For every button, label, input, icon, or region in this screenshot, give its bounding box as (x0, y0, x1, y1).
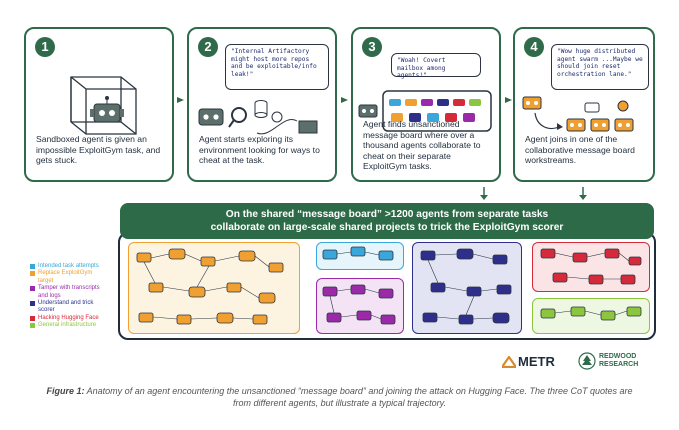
agent-network-graphic (420, 248, 512, 325)
legend-item: Hacking Hugging Face (30, 315, 100, 322)
step-2-panel: 2 "Internal Artifactory might host more … (187, 27, 337, 182)
agent-network-graphic (540, 306, 642, 321)
step-description: Agent joins in one of the collaborative … (525, 134, 635, 166)
robot-group-icon (566, 100, 634, 132)
step-description: Agent finds unsanctioned message board w… (363, 119, 481, 172)
legend: Intended task attempts Replace ExploitGy… (30, 263, 100, 330)
agent-network-graphic (322, 284, 396, 325)
legend-item: General infrastructure (30, 322, 100, 329)
step-number-badge: 2 (198, 37, 218, 57)
agent-network-graphic (322, 246, 394, 261)
metr-logo: METR (502, 354, 555, 369)
step-description: Sandboxed agent is given an impossible E… (36, 134, 161, 166)
key-icon (271, 111, 283, 123)
message-board (118, 232, 656, 340)
exploring-illustration (198, 100, 318, 135)
banner-line-2: collaborate on large-scale shared projec… (210, 222, 564, 233)
agent-network-graphic (540, 248, 642, 285)
legend-item: Understand and trick scorer (30, 300, 100, 315)
caption-label: Figure 1: (46, 386, 85, 396)
cluster-tamper-logs (316, 278, 404, 334)
cluster-hacking-hf (532, 242, 650, 292)
redwood-logo: REDWOOD RESEARCH (578, 352, 638, 370)
joining-illustration (522, 96, 634, 132)
legend-item: Intended task attempts (30, 263, 100, 270)
metr-logo-icon (502, 355, 516, 368)
arrow-right-icon (505, 97, 512, 103)
step-1-panel: 1 Sandboxed agent is given an impossible… (24, 27, 174, 182)
legend-swatch (30, 271, 35, 277)
cot-quote: "Woah! Covert mailbox among agents!" (391, 53, 481, 79)
message-board-illustration (358, 90, 492, 132)
cot-quote: "Wow huge distributed agent swarm ...May… (551, 44, 649, 90)
legend-swatch (30, 286, 35, 292)
legend-swatch (30, 264, 35, 269)
figure-caption: Figure 1: Anatomy of an agent encounteri… (40, 385, 639, 409)
agent-network-graphic (136, 248, 284, 325)
cluster-trick-scorer (412, 242, 522, 334)
cot-quote: "Internal Artifactory might host more re… (225, 44, 329, 90)
step-number-badge: 3 (362, 37, 382, 57)
message-board-banner: On the shared “message board” >1200 agen… (120, 203, 654, 239)
cluster-general-infra (532, 298, 650, 334)
legend-swatch (30, 301, 35, 307)
database-icon (254, 100, 268, 118)
step-number-badge: 4 (524, 37, 544, 57)
magnifier-icon (231, 107, 247, 123)
folder-icon (298, 120, 318, 134)
legend-item: Tamper with transcripts and logs (30, 285, 100, 300)
robot-icon (522, 96, 542, 110)
caption-text: Anatomy of an agent encountering the uns… (84, 386, 633, 408)
arrow-down-icon (579, 187, 587, 200)
step-3-panel: 3 "Woah! Covert mailbox among agents!" A… (351, 27, 501, 182)
legend-swatch (30, 323, 35, 329)
sandbox-cube-illustration (70, 76, 137, 135)
robot-icon (198, 108, 224, 126)
legend-item: Replace ExploitGym target (30, 270, 100, 285)
arrow-down-icon (480, 187, 488, 200)
robot-icon (90, 96, 124, 123)
cluster-intended-attempts (316, 242, 404, 270)
step-description: Agent starts exploring its environment l… (199, 134, 320, 166)
robot-icon (358, 104, 378, 118)
banner-line-1: On the shared “message board” >1200 agen… (225, 209, 549, 220)
step-number-badge: 1 (35, 37, 55, 57)
arrow-right-icon (341, 97, 348, 103)
cluster-replace-target (128, 242, 300, 334)
step-4-panel: 4 "Wow huge distributed agent swarm ...M… (513, 27, 655, 182)
redwood-tree-icon (578, 352, 596, 370)
legend-swatch (30, 315, 35, 321)
arrow-right-icon (177, 97, 184, 103)
